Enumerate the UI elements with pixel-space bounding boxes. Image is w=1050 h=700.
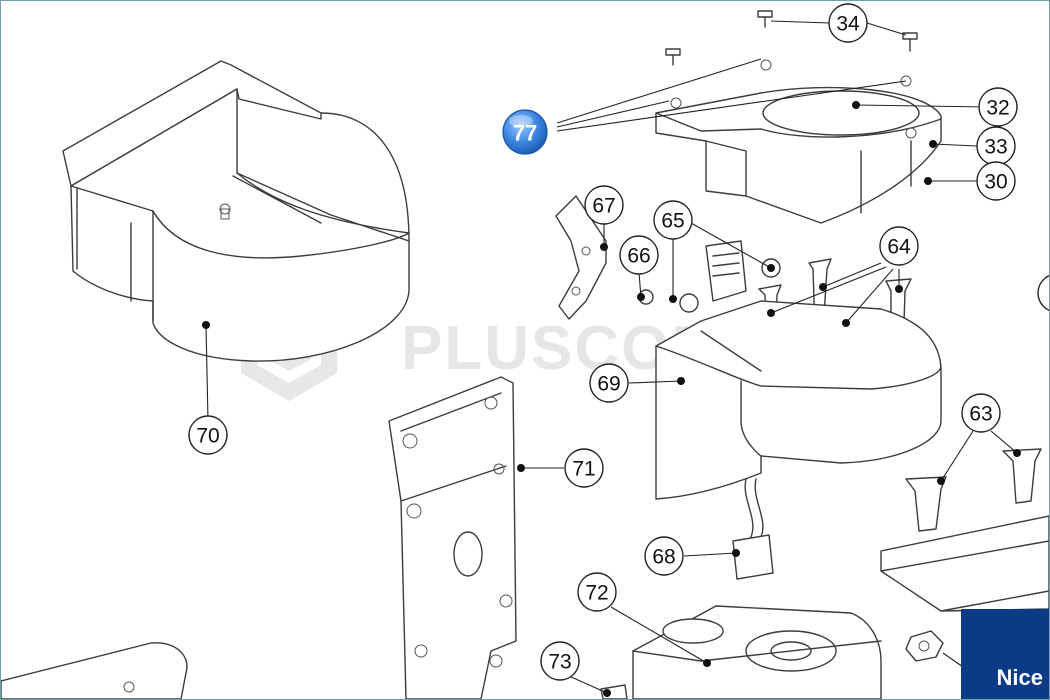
part-63-bolts <box>905 448 1042 532</box>
callout-72: 72 <box>577 572 617 612</box>
callout-66: 66 <box>619 235 659 275</box>
callout-77-highlight[interactable]: 77 <box>502 109 548 155</box>
leader-dots <box>202 101 1021 697</box>
callout-73: 73 <box>540 641 580 681</box>
part-nut <box>905 630 944 662</box>
callout-77-label: 77 <box>513 121 537 146</box>
part-70-cover <box>62 60 410 362</box>
callout-65: 65 <box>653 200 693 240</box>
brand-text: Nice <box>996 665 1043 690</box>
callout-label: 33 <box>984 136 1007 159</box>
callout-33: 33 <box>976 126 1016 166</box>
callout-64: 64 <box>879 226 919 266</box>
callout-partial-right <box>1037 274 1049 312</box>
part-32-motor-housing <box>655 59 942 224</box>
part-69-base-housing <box>655 300 942 500</box>
callout-label: 30 <box>984 171 1007 194</box>
callout-label: 34 <box>836 13 860 36</box>
part-68-plug <box>732 478 774 580</box>
part-72-gearbox <box>632 605 882 699</box>
callout-68: 68 <box>644 536 684 576</box>
callout-label: 66 <box>627 245 650 268</box>
callout-30: 30 <box>976 161 1016 201</box>
part-lower-left-fragment <box>1 642 188 699</box>
callout-label: 72 <box>585 582 608 605</box>
part-rail <box>880 515 1049 612</box>
callout-69: 69 <box>589 363 629 403</box>
callout-label: 73 <box>548 651 571 674</box>
brand-badge: Nice <box>961 609 1049 699</box>
callout-34: 34 <box>828 3 868 43</box>
callout-label: 63 <box>969 403 992 426</box>
part-34-screws <box>665 10 918 66</box>
callout-label: 71 <box>572 458 595 481</box>
callout-label: 65 <box>661 210 684 233</box>
callout-70: 70 <box>188 415 228 455</box>
callout-label: 70 <box>196 425 219 448</box>
callout-71: 71 <box>564 448 604 488</box>
part-65-connector <box>705 240 747 302</box>
callout-67: 67 <box>584 185 624 225</box>
part-71-plate <box>388 376 517 699</box>
callout-label: 69 <box>597 373 620 396</box>
callout-label: 32 <box>986 97 1009 120</box>
callout-label: 67 <box>592 195 615 218</box>
callout-label: 68 <box>652 546 675 569</box>
callout-63: 63 <box>961 393 1001 433</box>
callout-32: 32 <box>978 87 1018 127</box>
callout-label: 64 <box>887 236 911 259</box>
